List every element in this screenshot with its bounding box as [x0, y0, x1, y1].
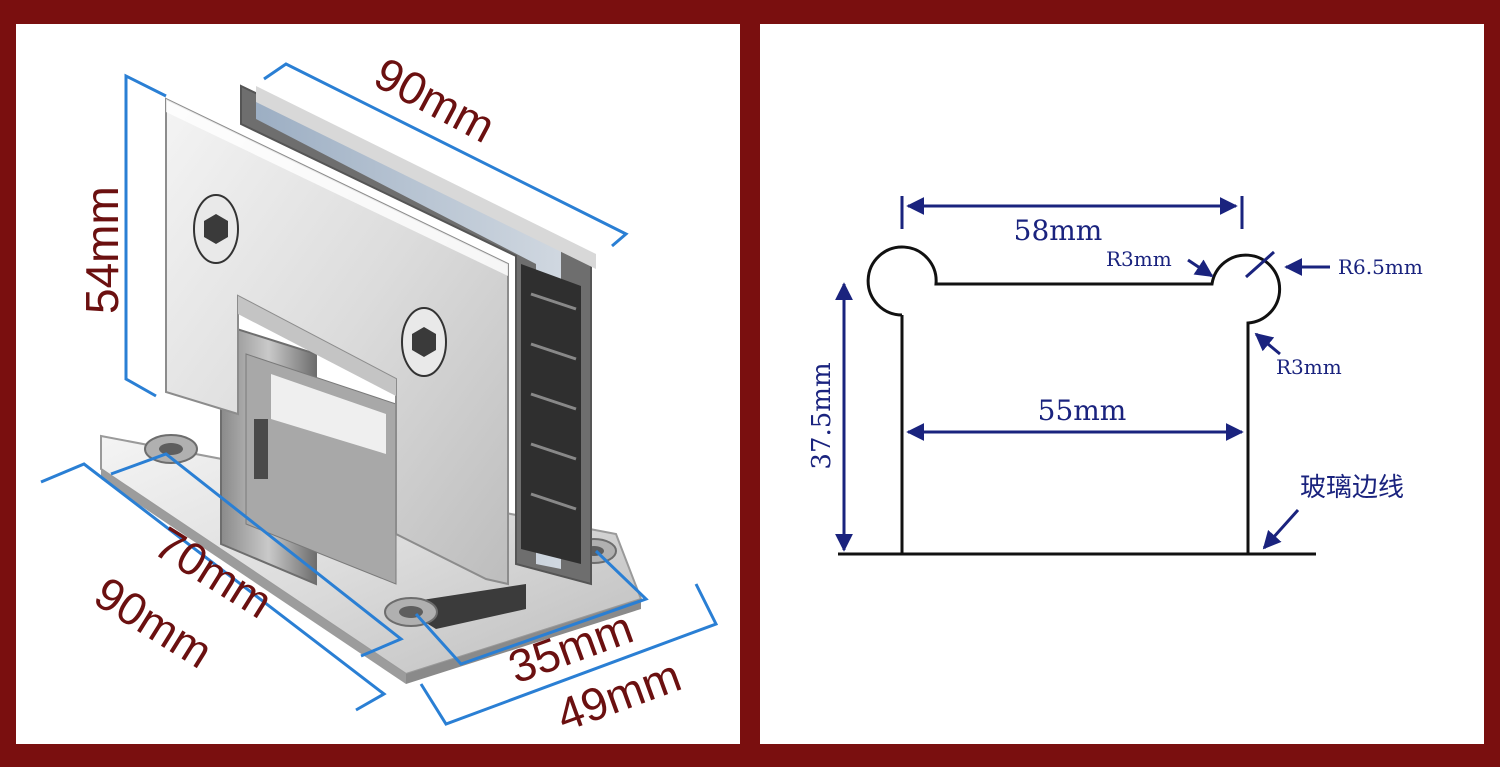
hex-screw-icon: [193, 194, 239, 264]
hinge-photo-illustration: 90mm 54mm 70mm 90mm 35mm 49mm: [40, 47, 719, 741]
product-photo-panel: 90mm 54mm 70mm 90mm 35mm 49mm: [16, 24, 740, 744]
dim-line-height: [124, 73, 167, 398]
leader-corner-radius-left: [1187, 258, 1214, 278]
dim-line-top-width: [263, 62, 629, 248]
label-outer-radius: R6.5mm: [1338, 255, 1423, 279]
dim-top-span: [900, 196, 1244, 229]
leader-glass-edge: [1262, 508, 1300, 550]
label-corner-radius-left: R3mm: [1106, 247, 1172, 271]
radius-line-outer: [1245, 250, 1275, 279]
hinge-knuckle: [220, 322, 397, 586]
notch-technical-drawing: 58mm 55mm 37.5mm R3mm R6.5mm R3mm 玻璃边线: [807, 196, 1423, 556]
dim-line-base-inner: [110, 452, 404, 658]
label-height: 37.5mm: [807, 362, 837, 469]
label-height: 54mm: [76, 186, 128, 314]
technical-drawing-panel: 58mm 55mm 37.5mm R3mm R6.5mm R3mm 玻璃边线: [760, 24, 1484, 744]
front-plate: [165, 97, 509, 586]
label-inner-span: 55mm: [1038, 394, 1127, 427]
dim-line-depth-outer: [419, 583, 719, 726]
dim-line-depth-inner: [414, 549, 649, 666]
label-corner-radius-right: R3mm: [1276, 355, 1342, 379]
dimension-lines: [40, 62, 719, 726]
notch-outline: [866, 245, 1282, 554]
label-top-span: 58mm: [1014, 214, 1103, 247]
label-glass-edge: 玻璃边线: [1300, 473, 1404, 503]
hex-screw-icon: [401, 307, 447, 377]
dim-line-base-outer: [40, 462, 387, 712]
glass-clamp: [240, 84, 596, 586]
leader-corner-radius-right: [1254, 332, 1281, 356]
